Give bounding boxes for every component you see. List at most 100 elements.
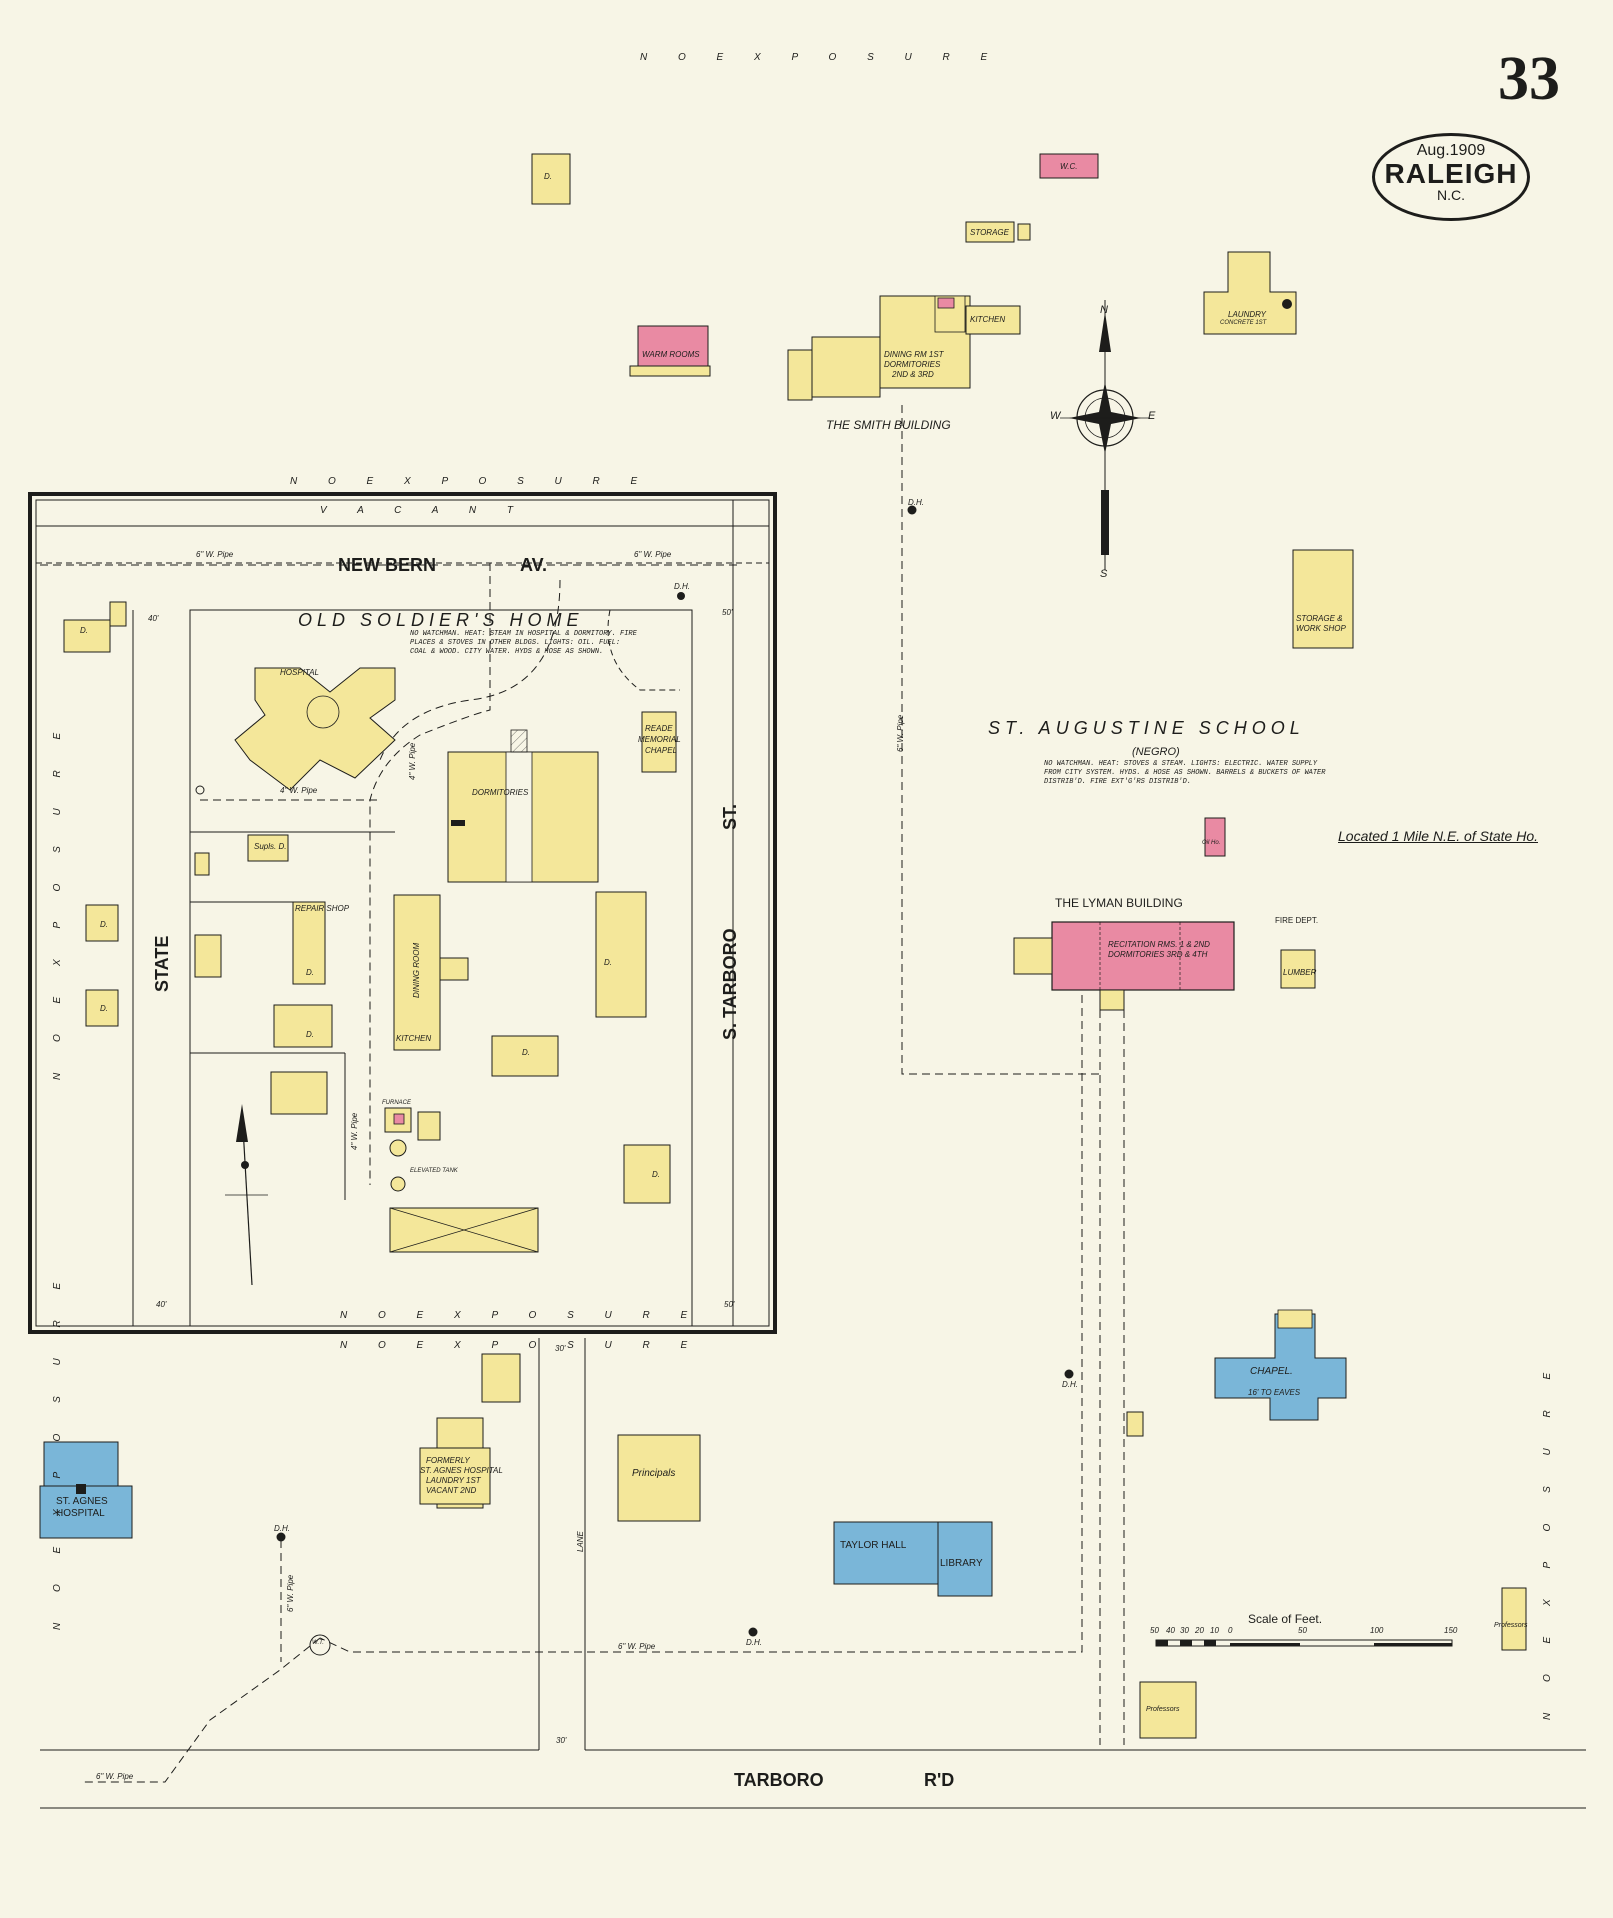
warm-rooms-bldg — [637, 325, 709, 369]
building-i — [273, 1004, 333, 1048]
label-storage-work-1: STORAGE & — [1296, 614, 1343, 623]
label-d-nw: D. — [80, 626, 88, 635]
label-library: LIBRARY — [940, 1558, 983, 1569]
label-dh-2: D.H. — [1062, 1380, 1078, 1389]
label-pipe-2: 6" W. Pipe — [634, 550, 672, 559]
house-d-top — [531, 153, 571, 205]
label-dist-40-top: 40' — [148, 614, 159, 623]
label-reade-3: CHAPEL — [645, 746, 678, 755]
label-chapel-sub: 16' TO EAVES — [1248, 1388, 1301, 1397]
no-exposure-inset-bottom: N O E X P O S U R E — [340, 1310, 702, 1321]
street-tarboro-rd: TARBORO — [734, 1770, 824, 1790]
school-note: NO WATCHMAN. HEAT: STOVES & STEAM. LIGHT… — [1044, 760, 1326, 786]
house-nw-1 — [63, 619, 111, 653]
lyman-bldg-main — [1051, 921, 1235, 991]
label-hospital: HOSPITAL — [280, 668, 319, 677]
label-st-agnes-2: HOSPITAL — [56, 1508, 105, 1519]
lyman-porch-s — [1099, 989, 1125, 1011]
label-recitation-2: DORMITORIES 3RD & 4TH — [1108, 950, 1208, 959]
label-d-w1: D. — [100, 920, 108, 929]
scale-title: Scale of Feet. — [1248, 1612, 1323, 1626]
no-exposure-top: N O E X P O S U R E — [640, 52, 1002, 63]
dormitories-stair — [510, 729, 528, 753]
elevated-tank-sym — [389, 1139, 407, 1157]
label-chapel: CHAPEL. — [1250, 1366, 1293, 1377]
smith-brick-chimney — [937, 297, 955, 309]
no-exposure-west: N O E X P O S U R E — [52, 1268, 63, 1630]
compass-w: W — [1050, 410, 1061, 422]
wc-bldg — [1039, 153, 1099, 179]
street-s-tarboro-suffix: ST. — [720, 803, 740, 830]
label-professors-e: Professors — [1494, 1622, 1528, 1629]
label-oil-ho: Oil Ho. — [1202, 840, 1221, 846]
street-state: STATE — [152, 935, 172, 992]
label-4w-pipe-2: 4" W. Pipe — [408, 742, 417, 780]
label-dining-dorm-3: 2ND & 3RD — [892, 370, 934, 379]
scale-tick-50: 50 — [1298, 1626, 1307, 1635]
small-shed-se — [1126, 1411, 1144, 1437]
hydrant-inset — [195, 785, 205, 795]
label-pipe-1: 6" W. Pipe — [196, 550, 234, 559]
label-dist-50-top: 50' — [722, 608, 733, 617]
label-kitchen: KITCHEN — [970, 315, 1006, 324]
label-professors-s: Professors — [1146, 1706, 1180, 1713]
label-reade-1: READE — [645, 724, 673, 733]
school-subtitle: (NEGRO) — [1132, 746, 1180, 758]
label-dist-50-bot: 50' — [724, 1300, 735, 1309]
school-title: ST. AUGUSTINE SCHOOL — [988, 718, 1305, 738]
lyman-porch-w — [1013, 937, 1053, 975]
pipe-south — [319, 995, 1083, 1653]
furnace-brick — [393, 1113, 405, 1125]
label-dh-3: D.H. — [274, 1524, 290, 1533]
reade-chapel-bldg — [641, 711, 677, 773]
street-new-bern-suffix: AV. — [520, 555, 548, 575]
label-wc: W.C. — [1060, 162, 1078, 171]
scale-seg-4 — [1230, 1643, 1300, 1646]
old-soldiers-home-title: OLD SOLDIER'S HOME — [298, 610, 584, 630]
scale-seg-5 — [1374, 1643, 1452, 1646]
building-d-se — [623, 1144, 671, 1204]
label-formerly-2: ST. AGNES HOSPITAL — [420, 1466, 503, 1475]
scale-seg-1 — [1156, 1640, 1168, 1646]
label-pipe-5: 6" W. Pipe — [896, 714, 905, 752]
scale-tick-100: 100 — [1370, 1626, 1384, 1635]
hospital-bldg — [234, 667, 396, 791]
soldiers-home-lot — [189, 609, 693, 1327]
label-formerly-1: FORMERLY — [426, 1456, 470, 1465]
label-dist-30-bot: 30' — [556, 1736, 567, 1745]
label-dormitories: DORMITORIES — [472, 788, 529, 797]
laundry-bldg — [1203, 251, 1297, 335]
house-w-1 — [85, 904, 119, 942]
label-d-p: D. — [604, 958, 612, 967]
city-stamp: Aug.1909 RALEIGH N.C. — [1372, 133, 1530, 221]
label-4w-pipe-1: 4" W. Pipe — [280, 786, 318, 795]
label-formerly-4: VACANT 2ND — [426, 1486, 477, 1495]
building-n — [491, 1035, 559, 1077]
lumber-bldg — [1280, 949, 1316, 989]
street-lane: LANE — [576, 1531, 585, 1552]
dh-1 — [907, 505, 917, 515]
st-agnes-heat — [76, 1484, 86, 1494]
stamp-date: Aug.1909 — [1416, 142, 1486, 159]
inset-pipe-2 — [369, 563, 491, 1185]
label-d-n: D. — [522, 1048, 530, 1057]
pipe-west — [80, 1637, 321, 1783]
scale-seg-2 — [1180, 1640, 1192, 1646]
label-elevated-tank: ELEVATED TANK — [410, 1168, 458, 1174]
scale-seg-3 — [1204, 1640, 1216, 1646]
label-dining-room: DINING ROOM — [412, 942, 421, 998]
label-dining-dorm-1: DINING RM 1ST — [884, 350, 944, 359]
label-principals: Principals — [632, 1468, 676, 1479]
label-fire-dept: FIRE DEPT. — [1275, 916, 1319, 925]
no-exposure-inset-west: N O E X P O S U R E — [52, 718, 63, 1080]
label-kitchen-sh: KITCHEN — [396, 1034, 432, 1043]
no-exposure-inset-top: N O E X P O S U R E — [290, 476, 652, 487]
pipe-smith-lyman — [901, 405, 1101, 1075]
label-d-i: D. — [306, 1030, 314, 1039]
oil-house-bldg — [1204, 817, 1226, 857]
label-pipe-3: 6" W. Pipe — [618, 1642, 656, 1651]
label-furnace: FURNACE — [382, 1100, 412, 1106]
scale-tick-40: 40 — [1166, 1626, 1175, 1635]
house-s-1 — [481, 1353, 521, 1403]
building-p — [595, 891, 647, 1018]
